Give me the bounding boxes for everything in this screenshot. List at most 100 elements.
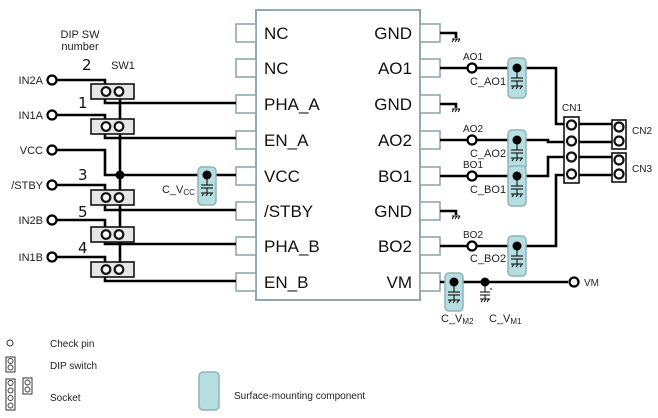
connector-cn1[interactable]	[563, 116, 580, 184]
legend-label: Surface-mounting component	[234, 391, 365, 402]
capacitor-c-bo1[interactable]	[507, 165, 527, 207]
dip-header: DIP SW	[61, 29, 101, 41]
pin-label: AO2	[378, 131, 412, 150]
junction-dot	[115, 170, 125, 180]
input-labels: IN2A IN1A VCC /STBY IN2B IN1B	[11, 75, 43, 264]
pin-pad	[235, 130, 257, 150]
ic-body	[255, 9, 421, 301]
c-bo2-label: C_BO2	[470, 253, 506, 265]
input-label: IN1B	[19, 252, 43, 264]
capacitor-c-ao2[interactable]	[507, 129, 527, 171]
ic-pin-right: AO1	[378, 58, 441, 78]
check-pin-bo2[interactable]	[466, 240, 478, 252]
pin-label: VCC	[264, 167, 300, 186]
capacitor-c-vcc[interactable]	[197, 166, 217, 206]
dip-number: 3	[78, 166, 88, 184]
input-label: VCC	[20, 145, 43, 157]
input-label: IN2B	[19, 215, 43, 227]
check-pin-in2b[interactable]	[46, 214, 58, 226]
dip-number: 2	[82, 56, 92, 74]
capacitor-c-vm1[interactable]	[480, 277, 492, 303]
ic-pin-right: BO2	[378, 236, 441, 256]
c-ao2-label: C_AO2	[470, 148, 506, 160]
pin-pad	[235, 94, 257, 114]
check-pin-vm[interactable]	[568, 276, 580, 288]
pin-label: PHA_A	[264, 95, 320, 114]
sw1-label: SW1	[111, 60, 135, 72]
check-pin-in1b[interactable]	[46, 251, 58, 263]
pin-pad	[419, 201, 441, 221]
ic-pin-left: EN_A	[235, 130, 309, 150]
capacitor-c-vm2[interactable]	[444, 272, 464, 312]
check-pin-ao1[interactable]	[466, 62, 478, 74]
legend-label: Socket	[50, 393, 81, 404]
c-vcc-label: C_VCC	[162, 184, 195, 197]
check-pin-stby[interactable]	[46, 179, 58, 191]
ic-pin-left: VCC	[235, 166, 300, 186]
smd-icon	[198, 371, 220, 411]
pin-label: /STBY	[264, 202, 313, 221]
input-check-pins	[46, 74, 58, 263]
ic-pin-left: NC	[235, 58, 289, 78]
output-capacitors	[507, 57, 527, 277]
pin-label: AO1	[378, 59, 412, 78]
check-pin-ao2[interactable]	[466, 134, 478, 146]
ic-pin-right: BO1	[378, 166, 441, 186]
pin-pad	[419, 23, 441, 43]
c-vm2-label: C_VM2	[441, 313, 474, 326]
pin-label: BO2	[378, 237, 412, 256]
c-vm1-label: C_VM1	[489, 313, 522, 326]
connector-cn3[interactable]	[611, 152, 627, 183]
cn3-label: CN3	[632, 164, 652, 175]
input-label: IN2A	[19, 75, 44, 87]
capacitor-c-bo2[interactable]	[507, 235, 527, 277]
dip-switch-3	[90, 189, 135, 206]
check-pin-bo1[interactable]	[466, 170, 478, 182]
cn1-label: CN1	[562, 103, 582, 114]
pin-label: GND	[374, 24, 412, 43]
connector-cn2[interactable]	[611, 119, 627, 150]
pin-pad	[235, 201, 257, 221]
check-pin-in1a[interactable]	[46, 109, 58, 121]
pin-pad	[235, 23, 257, 43]
pin-label: GND	[374, 95, 412, 114]
dip-switch-sw1[interactable]	[90, 83, 135, 278]
legend-label: DIP switch	[50, 361, 97, 372]
ic-pin-left: PHA_A	[235, 94, 320, 114]
tp-ao1-label: AO1	[463, 52, 483, 63]
dip-number: 5	[78, 203, 88, 221]
legend: Check pin DIP switch Socket Surface-moun…	[5, 339, 365, 411]
pin-pad	[419, 58, 441, 78]
check-pin-in2a[interactable]	[46, 74, 58, 86]
pin-pad	[419, 236, 441, 256]
ic-pin-right: GND	[374, 201, 441, 221]
pin-label: BO1	[378, 167, 412, 186]
output-check-pins	[466, 62, 580, 288]
pin-pad	[419, 94, 441, 114]
pin-pad	[235, 236, 257, 256]
c-bo1-label: C_BO1	[470, 184, 506, 196]
tp-ao2-label: AO2	[463, 124, 483, 135]
driver-ic	[255, 9, 421, 301]
right-wiring	[440, 31, 614, 284]
tp-bo2-label: BO2	[463, 230, 483, 241]
capacitor-c-ao1[interactable]	[507, 57, 527, 99]
dip-switch-2	[90, 83, 135, 100]
pin-label: NC	[264, 59, 289, 78]
input-label: /STBY	[11, 180, 43, 192]
pin-pad	[419, 130, 441, 150]
pin-label: PHA_B	[264, 237, 320, 256]
pin-label: VM	[387, 273, 413, 292]
ic-pin-left: /STBY	[235, 201, 313, 221]
ic-pin-right: GND	[374, 23, 441, 43]
cn2-label: CN2	[632, 126, 652, 137]
pin-pad	[235, 272, 257, 292]
dip-header-2: number	[61, 41, 99, 53]
input-label: IN1A	[19, 110, 44, 122]
dip-number: 4	[78, 239, 88, 257]
check-pin-vcc[interactable]	[46, 144, 58, 156]
c-ao1-label: C_AO1	[470, 76, 506, 88]
ic-pin-right: GND	[374, 94, 441, 114]
